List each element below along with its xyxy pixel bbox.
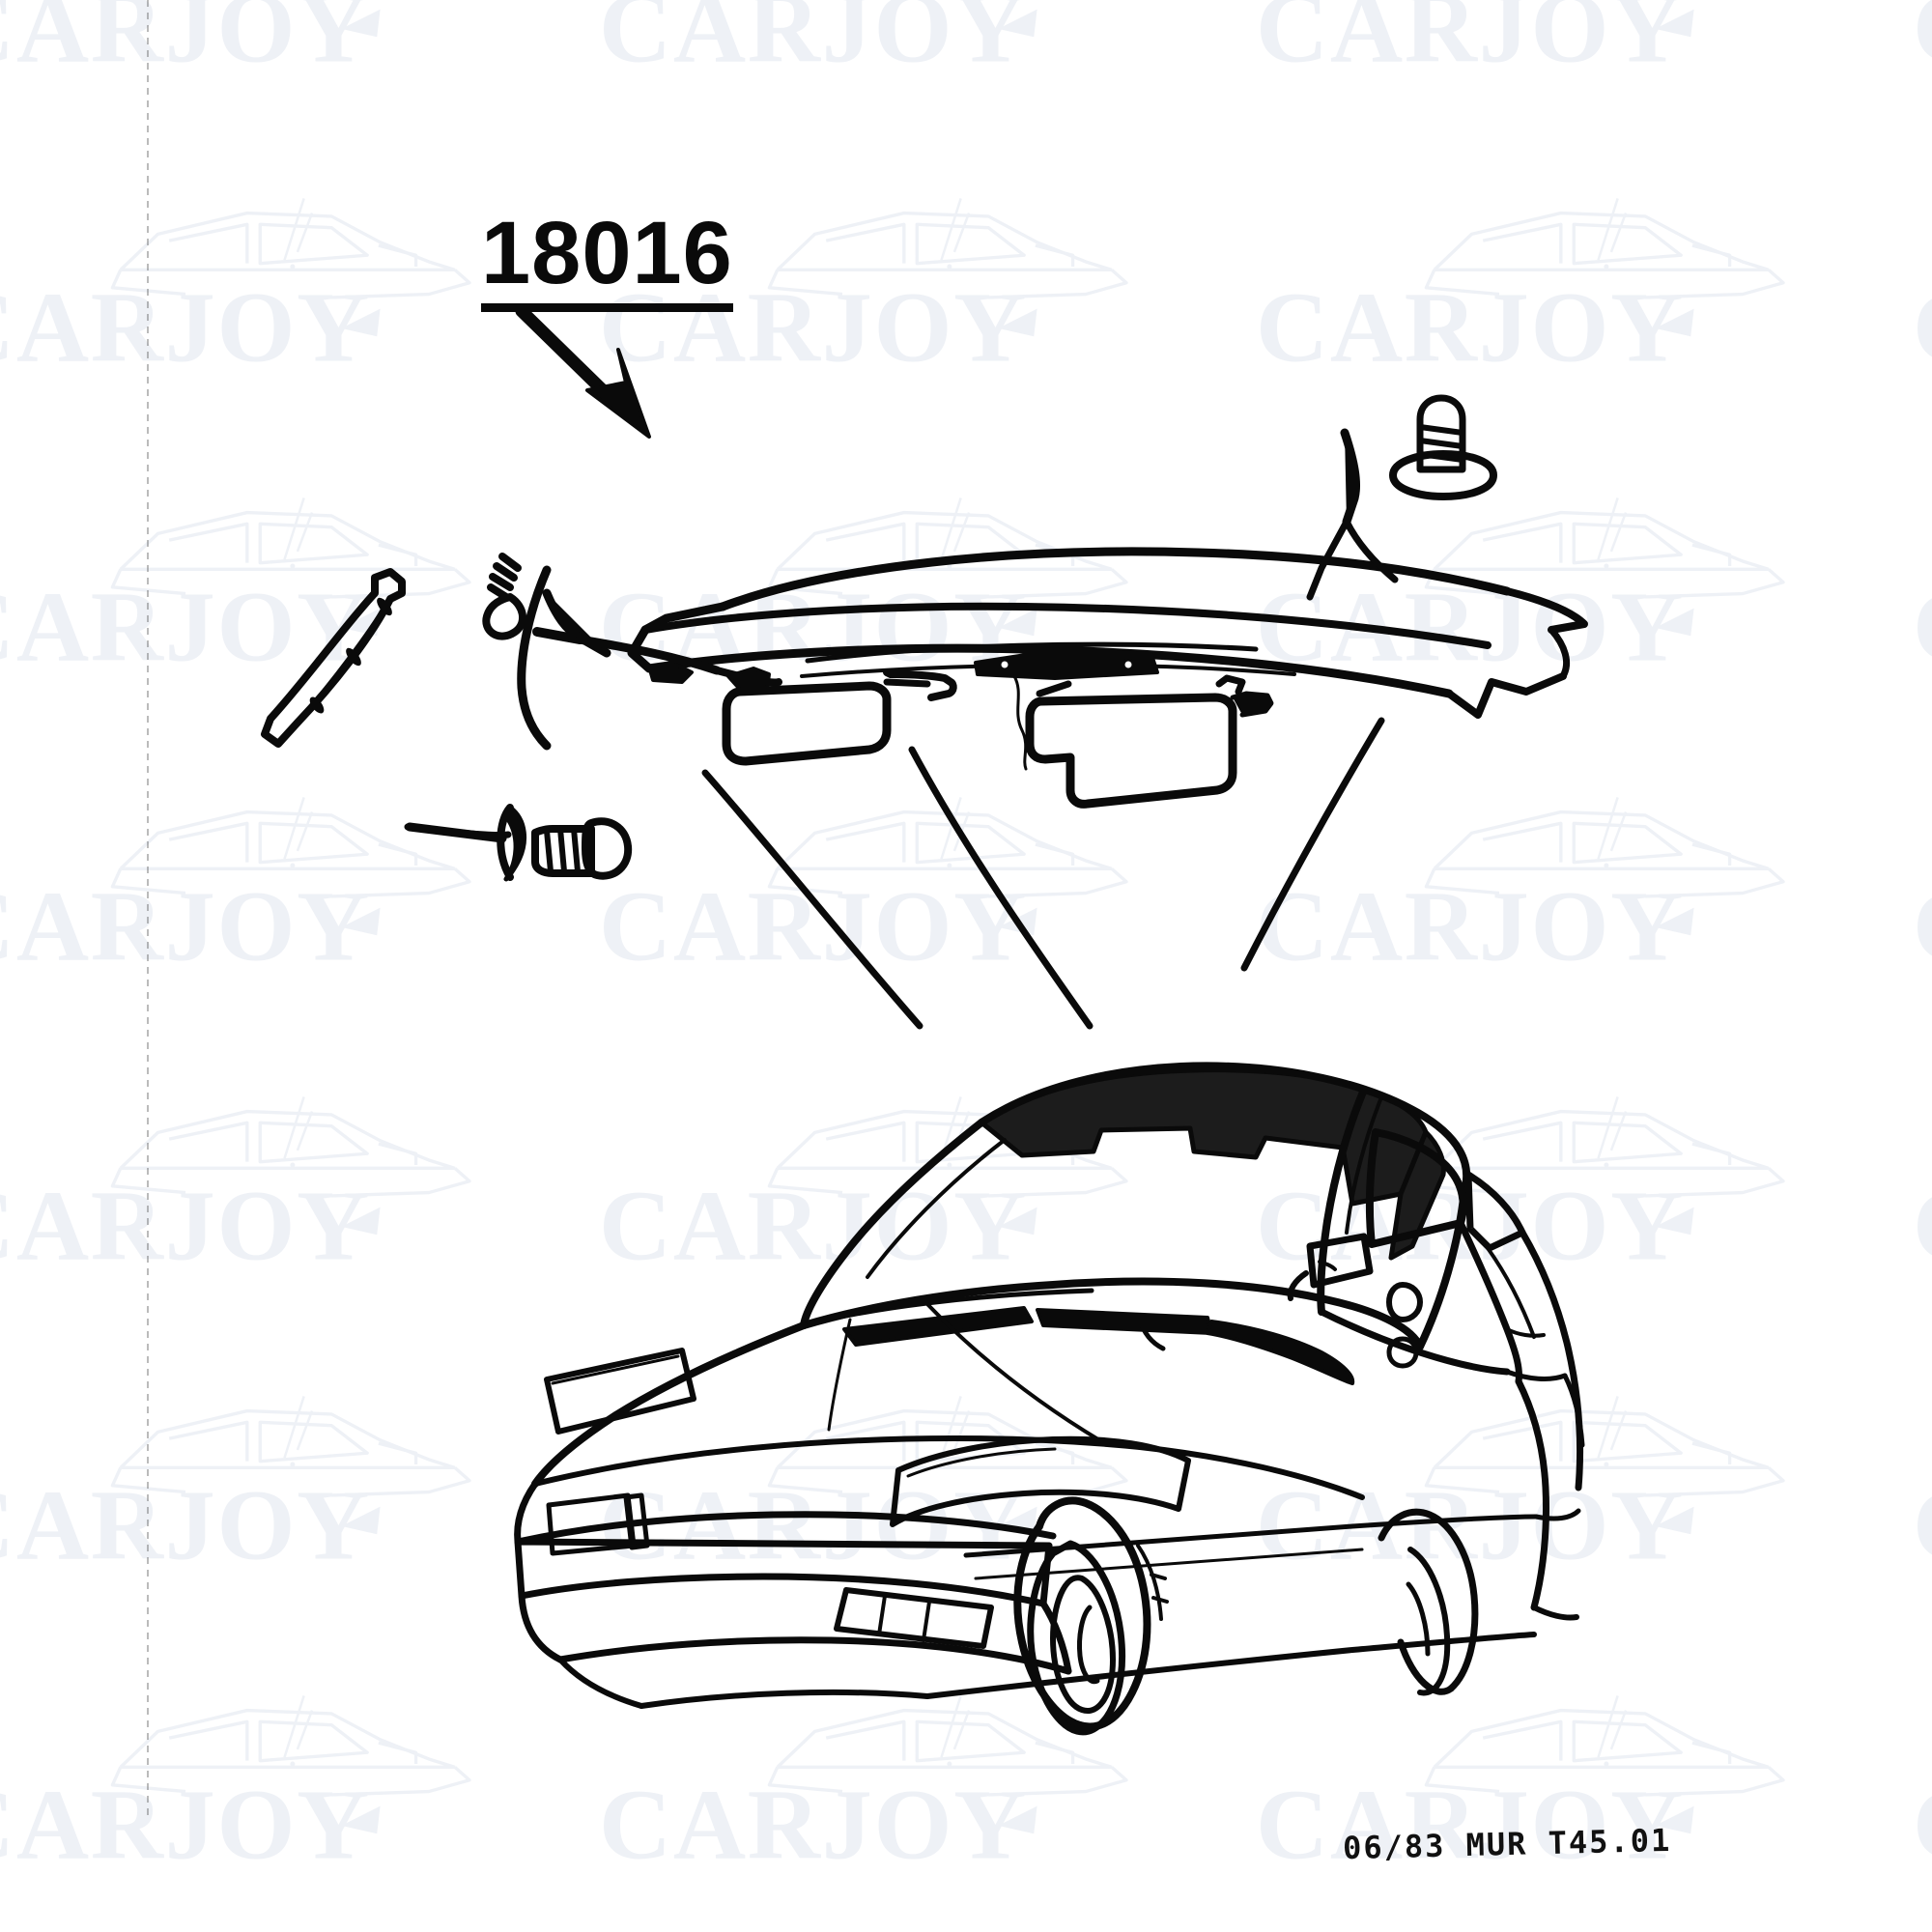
sun-visor-left-part — [722, 667, 957, 766]
sun-visor-right-part — [1025, 674, 1274, 809]
screw-left-part — [482, 553, 782, 751]
headliner-part — [627, 547, 1588, 771]
footer-plate-code: 06/83 MUR T45.01 — [1342, 1821, 1672, 1867]
leader-lines — [701, 717, 1385, 1030]
trim-strip-part — [261, 568, 512, 839]
screw-right-part — [1306, 394, 1497, 601]
vehicle-illustration — [514, 1062, 1585, 1736]
scan-artifact-line — [147, 0, 149, 1816]
push-rivet-part — [405, 804, 633, 882]
part-number-callout: 18016 — [481, 209, 733, 312]
callout-arrow — [515, 304, 651, 439]
